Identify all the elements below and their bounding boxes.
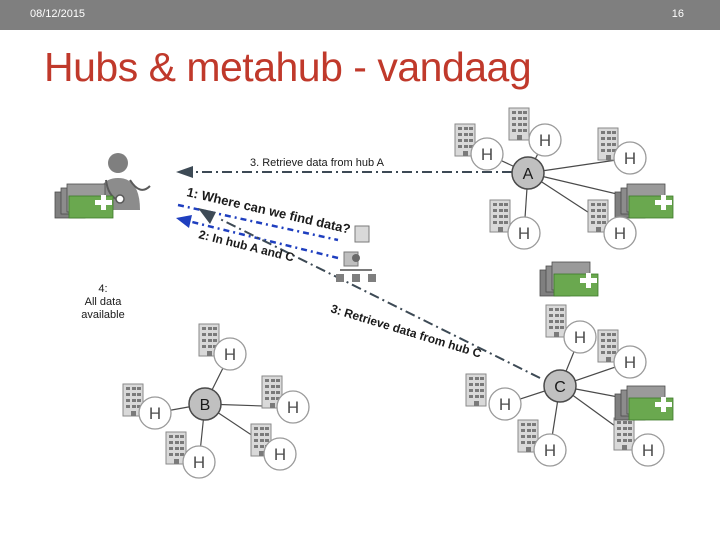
folders-icon-c-top (539, 261, 599, 297)
retrieve-hub-a-arrow (176, 166, 512, 178)
svg-text:H: H (193, 453, 205, 472)
user-doctor-icon (96, 153, 151, 210)
h-nodes: H H H H H H H H H H H H H H H (138, 123, 665, 479)
svg-text:H: H (544, 441, 556, 460)
hub-a-label: A (523, 166, 534, 183)
svg-text:H: H (287, 398, 299, 417)
svg-text:H: H (274, 445, 286, 464)
step3c-label: 3: Retrieve data from hub C (329, 301, 483, 360)
hub-b: B (188, 387, 222, 421)
svg-text:H: H (481, 145, 493, 164)
svg-text:H: H (499, 395, 511, 414)
step4-label-line3: available (81, 309, 124, 321)
hub-a: A (511, 156, 545, 190)
svg-text:H: H (149, 404, 161, 423)
svg-text:H: H (539, 131, 551, 150)
metahub-icon (336, 225, 376, 282)
step3-label: 3. Retrieve data from hub A (250, 157, 385, 169)
svg-text:H: H (574, 328, 586, 347)
svg-text:H: H (614, 224, 626, 243)
slide-date: 08/12/2015 (30, 8, 86, 20)
step4-label-line2: All data (85, 296, 123, 308)
step4-label-line1: 4: (98, 283, 107, 295)
user-folders-icon (54, 183, 114, 219)
svg-text:H: H (624, 149, 636, 168)
hub-c: C (543, 369, 577, 403)
folders-icon-a (614, 183, 674, 219)
retrieve-hub-c-arrow (198, 208, 541, 379)
slide-title: Hubs & metahub - vandaag (44, 44, 532, 90)
hub-b-label: B (200, 397, 211, 414)
svg-text:H: H (518, 224, 530, 243)
answer-arrow (176, 215, 339, 260)
slide-number: 16 (671, 8, 684, 20)
svg-text:H: H (642, 441, 654, 460)
svg-text:H: H (624, 353, 636, 372)
folders-icon-c-right (614, 385, 674, 421)
hub-c-label: C (554, 379, 566, 396)
top-bar: 08/12/2015 16 (0, 0, 720, 30)
svg-text:H: H (224, 345, 236, 364)
